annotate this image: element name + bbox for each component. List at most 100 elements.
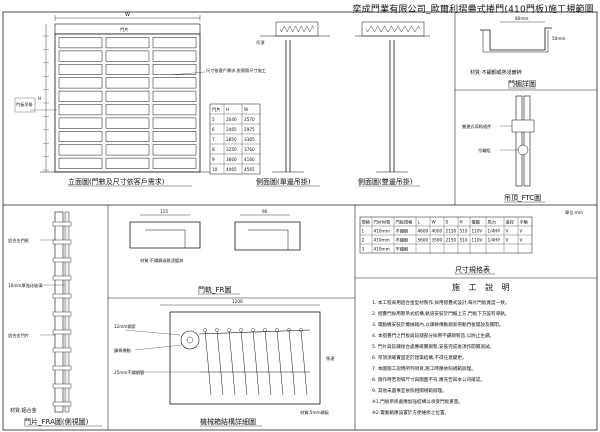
door-hook-label: 門板吊掛: [16, 101, 34, 108]
mech-label-motor: 馬達: [326, 355, 335, 362]
spec-table-cell: V: [520, 229, 523, 234]
spec-unit: 單位:mm: [565, 209, 583, 215]
caption-mechanism: 機械箱結構詳細圖: [200, 417, 256, 426]
spec-table-header: S: [446, 220, 449, 225]
spec-table-header: 規格: [362, 219, 371, 226]
panel-label-glass: 10mm厚強化玻璃: [8, 282, 42, 289]
panel-table-cell: 3365: [244, 137, 255, 142]
spec-table-header: 馬力: [488, 219, 496, 226]
note-line: 2. 摺疊門採用懸吊式結構,軌道安裝於門楣上方,門板下方設有導軌。: [372, 310, 509, 317]
spec-table-header: 門片材質: [374, 219, 391, 226]
door-panel-cell: [105, 50, 150, 62]
door-panel-cell: [152, 90, 197, 102]
top-label-roller: 吊輪組: [478, 147, 491, 154]
spec-table-cell: 410mm: [374, 247, 390, 252]
spec-table-cell: 410mm: [374, 238, 390, 243]
caption-beam-detail: 門楣詳圖: [508, 79, 536, 88]
door-panel-grid: [58, 37, 197, 169]
caption-front-view: 立面圖(門數及尺寸依客戶需求): [68, 177, 165, 186]
door-panel-cell: [58, 50, 103, 62]
note-line: 8. 施作時若現場尺寸與圖面不符,應先告知本公司確認。: [372, 376, 485, 383]
spec-table-cell: 不鏽鋼: [396, 237, 409, 244]
note-line: 6. 吊頂須確實固定於建築結構,不得任意變更。: [372, 354, 467, 361]
caption-side-view: 側面圖(單邊吊掛): [256, 177, 311, 186]
notes-title: 施 工 說 明: [452, 282, 513, 292]
panel-table-cell: 2570: [244, 117, 255, 122]
door-panel-cell: [152, 77, 197, 89]
side-view-double: 側面圖(雙邊吊掛): [355, 21, 430, 187]
beam-dim-small: 50mm: [552, 36, 566, 41]
front-dim-height: H: [38, 96, 41, 101]
beam-dim: 80mm: [515, 16, 529, 21]
spec-table-cell: 510: [460, 229, 468, 234]
door-panel-cell: [152, 64, 197, 75]
panel-table-cell: 2850: [226, 137, 237, 142]
door-panel-cell: [152, 104, 197, 116]
door-panel-cell: [58, 144, 103, 156]
spec-table-cell: 2150: [446, 238, 457, 243]
door-panel-cell: [58, 90, 103, 102]
caption-side-view2: 側面圖(雙邊吊掛): [358, 177, 413, 186]
mech-label-chain: 鍊條傳動: [114, 347, 131, 354]
door-panel-cell: [105, 37, 150, 49]
door-panel-cell: [152, 157, 197, 169]
door-panel-cell: [58, 37, 103, 49]
door-panel-cell: [152, 50, 197, 62]
spec-table-header: L: [418, 220, 421, 225]
spec-table-cell: 1/4HP: [488, 229, 501, 234]
spec-table-cell: 不鏽鋼: [396, 246, 409, 253]
front-note: 尺寸依客戶需求,依實際尺寸施工: [206, 67, 266, 74]
door-panel-cell: [58, 64, 103, 75]
spec-table-cell: 410mm: [374, 229, 390, 234]
panel-material: 材質:鋁合金: [10, 407, 37, 414]
panel-label-leaf: 鋁合金門片: [8, 332, 29, 339]
door-panel-cell: [152, 37, 197, 49]
door-panel-cell: [105, 77, 150, 89]
note-line: 7. 本圖施工說明所列項目,施工時應依照規範辦理。: [372, 365, 476, 372]
caption-spec-table: 尺寸規格表: [455, 265, 490, 274]
spec-table-cell: 110V: [472, 238, 483, 243]
drawing-title: 奕成門業有限公司_歐爾利摺疊式捲門(410門板)施工規範圖: [352, 5, 594, 15]
mech-dim: 1200: [232, 299, 243, 304]
spec-table-cell: 510: [460, 238, 468, 243]
spec-table-cell: V: [506, 229, 509, 234]
panel-table-cell: 5: [212, 117, 215, 122]
front-panel-mark: 門片: [120, 26, 128, 33]
note-line: 1. 本工程采用鋁合金型材製作,採用摺疊式設計,每片門板寬度一致。: [372, 299, 509, 306]
panel-table-header: W: [244, 107, 248, 112]
spec-table-cell: 4000: [432, 229, 443, 234]
beam-detail: 80mm 50mm 材質:不鏽鋼或熱浸鍍鋅 門楣詳圖: [470, 16, 566, 89]
panel-table-cell: 2040: [226, 117, 237, 122]
spec-table-cell: 1: [362, 229, 365, 234]
mech-label-cable: 12mm鋼索: [114, 323, 136, 330]
construction-notes: 1. 本工程采用鋁合金型材製作,採用摺疊式設計,每片門板寬度一致。 2. 摺疊門採…: [372, 299, 509, 416]
panel-table-cell: 2975: [244, 127, 255, 132]
door-panel-cell: [105, 117, 150, 129]
spec-table-cell: V: [520, 238, 523, 243]
door-panel-cell: [152, 144, 197, 156]
door-panel-cell: [105, 104, 150, 116]
panel-table-header: H: [226, 107, 229, 112]
rail-dim: 115: [160, 209, 168, 214]
note-line: 5. 門片與鉸鍊接合處應確實鎖緊,安裝完成後須作開關測試。: [372, 343, 494, 350]
mechanism-detail: 1200 12mm鋼索 鍊條傳動 25mm不鏽鋼管 馬達 材質:5mm鋼板 機械…: [114, 299, 335, 427]
door-panel-cell: [105, 90, 150, 102]
panel-table-cell: 3250: [226, 147, 237, 152]
door-panel-cell: [152, 131, 197, 142]
spec-table-cell: 110V: [472, 229, 483, 234]
door-panel-cell: [58, 131, 103, 142]
door-panel-cell: [105, 131, 150, 142]
panel-table-cell: 4065: [226, 167, 237, 172]
side-view-top-label: 吊頂: [256, 40, 265, 46]
spec-table-header: 門板規格: [396, 219, 414, 226]
side-view-single: 吊頂 側面圖(單邊吊掛): [256, 21, 330, 187]
spec-table-cell: 3: [362, 247, 365, 252]
spec-table-cell: 不鏽鋼: [396, 228, 409, 235]
note-line: 4. 本摺疊門之門板與鉸鏈部分採用不鏽鋼製造,以防止生鏽。: [372, 332, 494, 339]
spec-table-cell: 3500: [432, 238, 443, 243]
front-dim-width: W: [125, 12, 130, 18]
caption-rail-detail: 門軌_FR圖: [198, 285, 231, 294]
